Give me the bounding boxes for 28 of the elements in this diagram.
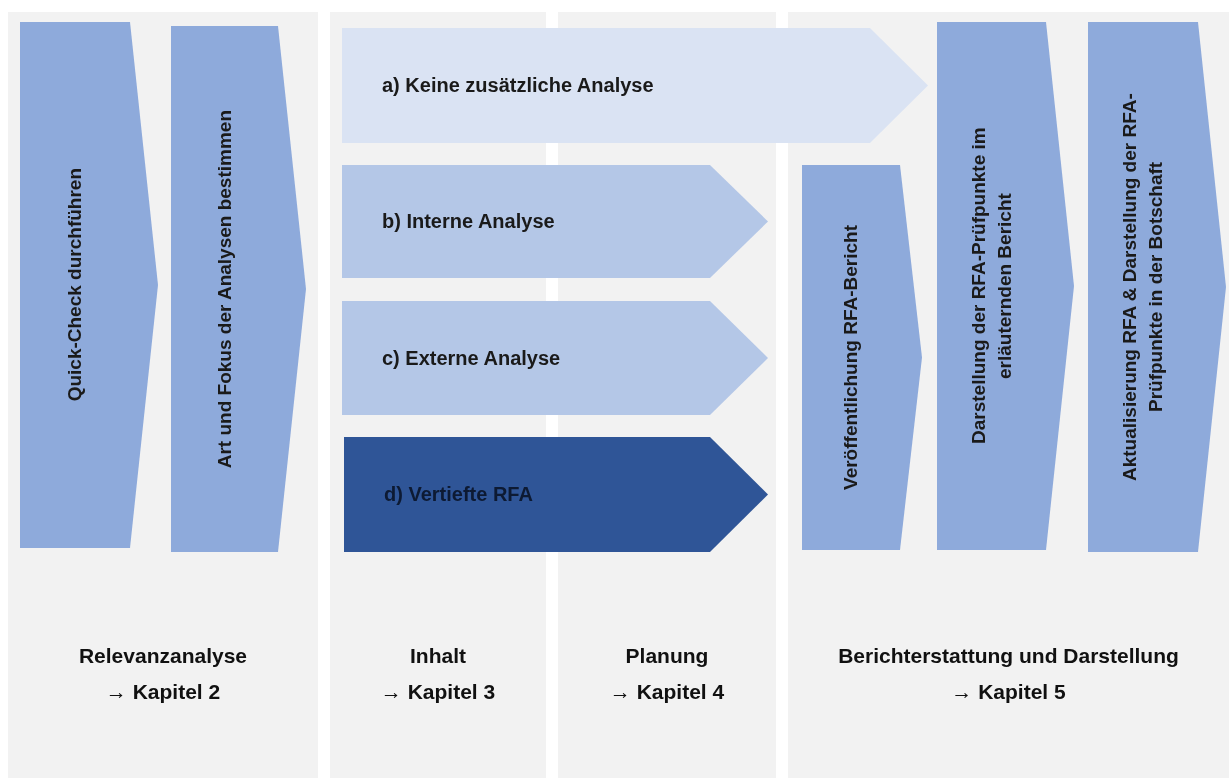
chapter-reference: → Kapitel 3 xyxy=(379,680,497,704)
step-label: Aktualisierung RFA & Darstellung der RFA-Prüfpunkte in der Botschaft xyxy=(1118,92,1167,483)
process-step xyxy=(171,26,306,552)
step-label: Darstellung der RFA-Prüfpunkte im erläuternden Bericht xyxy=(966,126,1016,447)
process-step xyxy=(802,165,922,550)
process-step xyxy=(20,22,158,548)
step-label: d) Vertiefte RFA xyxy=(384,483,533,506)
column-heading: Planung xyxy=(624,644,710,668)
chapter-reference: → Kapitel 4 xyxy=(608,680,726,704)
step-label: Veröffentlichung RFA-Bericht xyxy=(839,225,863,490)
step-label: c) Externe Analyse xyxy=(382,346,561,370)
step-label: Quick-Check durchführen xyxy=(63,168,87,402)
column-heading: Relevanzanalyse xyxy=(77,644,249,668)
process-step xyxy=(1088,22,1226,552)
process-step xyxy=(342,165,768,278)
step-label: Art und Fokus der Analysen bestimmen xyxy=(212,109,236,469)
process-step xyxy=(344,437,768,552)
column-heading: Berichterstattung und Darstellung xyxy=(837,644,1180,668)
column-heading: Inhalt xyxy=(409,644,467,668)
process-step xyxy=(937,22,1074,550)
chapter-reference: → Kapitel 5 xyxy=(950,680,1067,704)
step-label: b) Interne Analyse xyxy=(382,210,555,233)
process-step xyxy=(342,301,768,415)
column-panel xyxy=(788,12,1229,778)
process-step xyxy=(342,28,928,143)
chapter-reference: → Kapitel 2 xyxy=(104,680,222,704)
step-label: a) Keine zusätzliche Analyse xyxy=(382,74,654,97)
column-panel xyxy=(8,12,318,778)
